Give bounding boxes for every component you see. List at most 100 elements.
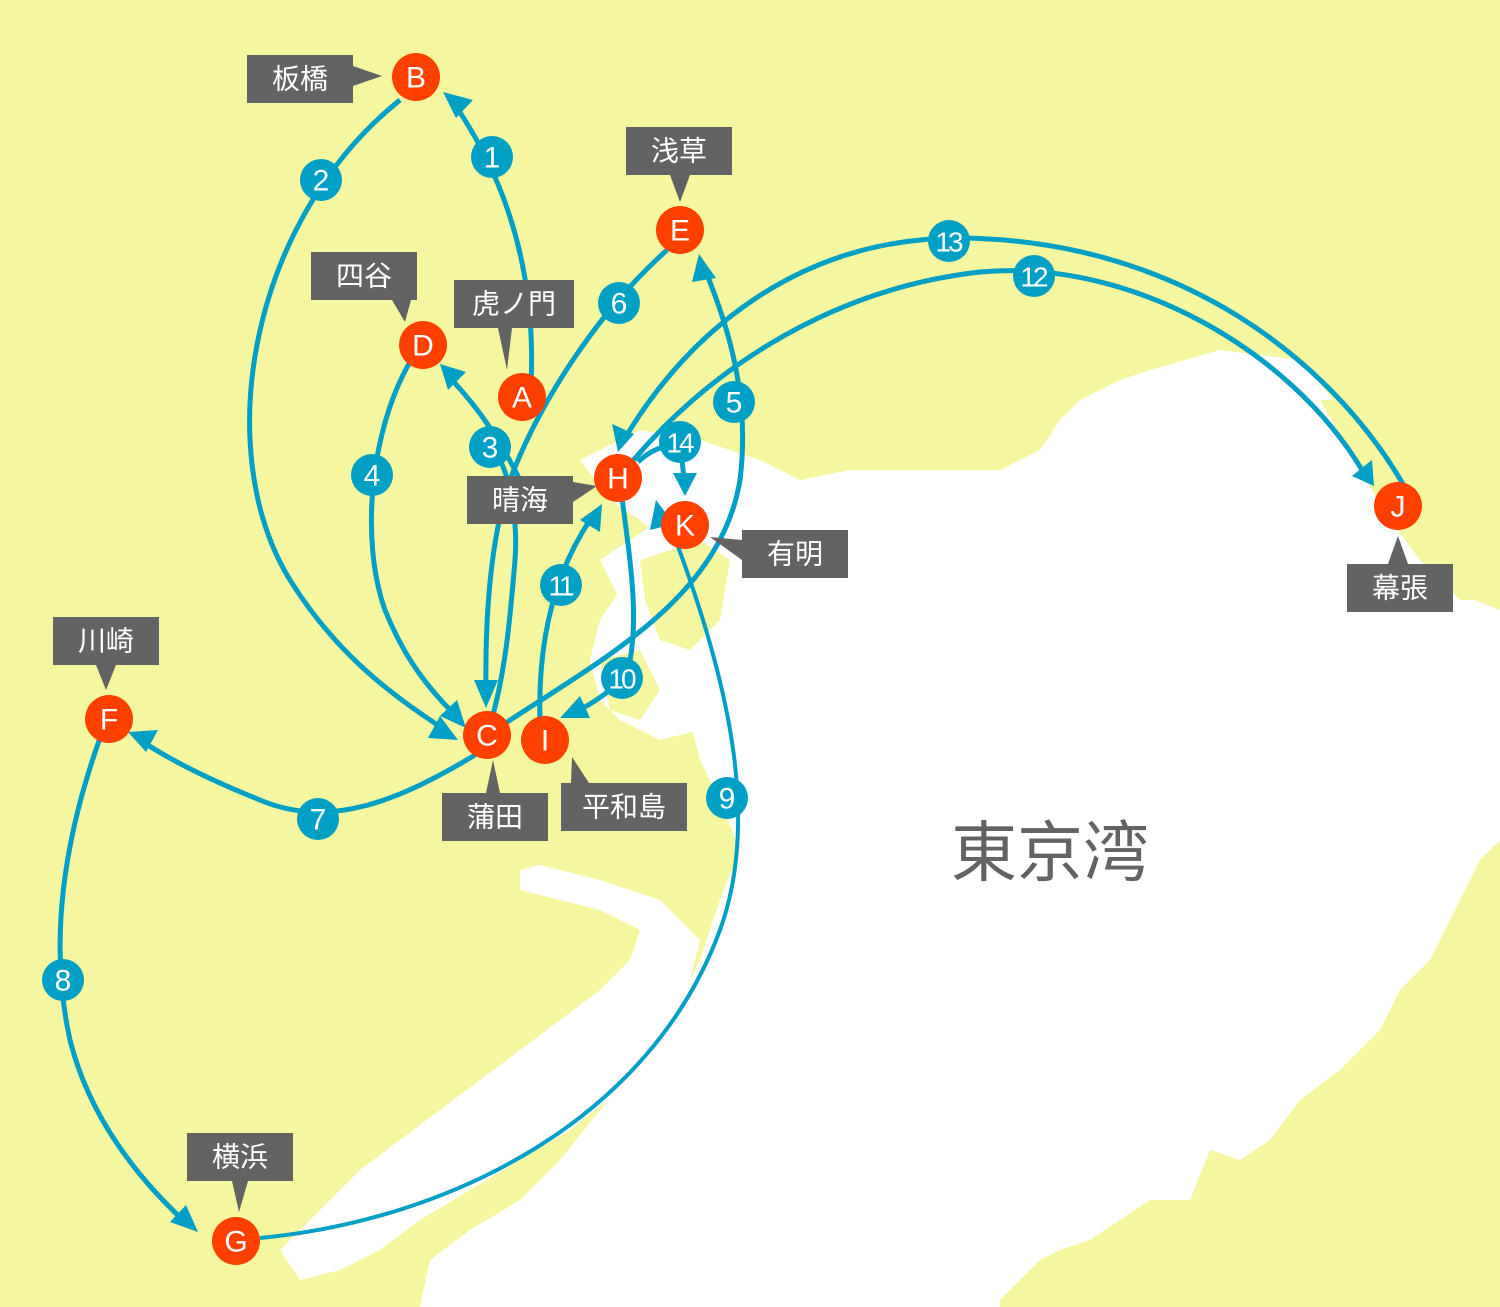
svg-text:9: 9 — [719, 783, 736, 816]
arrow-head-icon — [474, 680, 498, 708]
callout-kamata: 蒲田 — [442, 760, 548, 841]
step-badge-3[interactable]: 3 — [469, 426, 511, 468]
callout-makuhari: 幕張 — [1347, 536, 1453, 612]
arrow-head-icon — [580, 504, 602, 532]
route-13[interactable] — [622, 235, 1406, 486]
svg-text:5: 5 — [726, 387, 743, 420]
route-2[interactable] — [247, 98, 447, 733]
arrow-head-icon — [443, 92, 473, 118]
svg-text:K: K — [675, 510, 695, 543]
reclaimed-island — [440, 900, 630, 1080]
node-B[interactable]: B — [392, 53, 440, 101]
arrow-head-icon — [692, 254, 716, 282]
svg-text:I: I — [541, 725, 549, 758]
step-badge-8[interactable]: 8 — [42, 959, 84, 1001]
svg-text:横浜: 横浜 — [212, 1141, 268, 1174]
step-badge-7[interactable]: 7 — [297, 798, 339, 840]
svg-text:E: E — [670, 215, 690, 248]
node-I[interactable]: I — [521, 716, 569, 764]
step-badge-6[interactable]: 6 — [598, 282, 640, 324]
arrow-head-icon — [560, 696, 590, 718]
callout-harumi: 晴海 — [467, 476, 597, 524]
route-5[interactable] — [493, 269, 746, 733]
arrow-head-icon — [612, 424, 634, 452]
svg-text:A: A — [512, 382, 532, 415]
svg-text:C: C — [476, 720, 498, 753]
svg-text:6: 6 — [611, 288, 628, 321]
svg-text:14: 14 — [666, 428, 694, 459]
node-H[interactable]: H — [594, 454, 642, 502]
node-D[interactable]: D — [399, 321, 447, 369]
svg-text:1: 1 — [484, 142, 501, 175]
node-J[interactable]: J — [1374, 482, 1422, 530]
callout-itabashi: 板橋 — [247, 55, 382, 103]
step-badge-11[interactable]: 11 — [540, 564, 582, 606]
svg-text:3: 3 — [482, 432, 499, 465]
step-badge-10[interactable]: 10 — [601, 657, 643, 699]
callout-heiwajima: 平和島 — [561, 757, 687, 831]
svg-text:四谷: 四谷 — [336, 260, 392, 293]
step-badge-13[interactable]: 13 — [928, 220, 970, 262]
callout-yokohama: 横浜 — [187, 1133, 293, 1212]
svg-text:有明: 有明 — [767, 538, 823, 571]
arrow-head-icon — [440, 364, 466, 390]
svg-text:4: 4 — [364, 460, 381, 493]
svg-text:13: 13 — [935, 227, 963, 258]
node-E[interactable]: E — [656, 206, 704, 254]
node-F[interactable]: F — [85, 695, 133, 743]
route-7[interactable] — [138, 737, 477, 815]
svg-text:B: B — [406, 62, 426, 95]
step-badges: 1 2 3 4 5 6 7 8 9 10 11 12 13 14 — [42, 136, 1055, 1001]
callout-toranomon: 虎ノ門 — [454, 280, 574, 370]
chiba-coast — [1000, 840, 1500, 1307]
svg-text:川崎: 川崎 — [78, 625, 134, 658]
step-badge-12[interactable]: 12 — [1013, 255, 1055, 297]
node-G[interactable]: G — [212, 1217, 260, 1265]
route-8[interactable] — [57, 737, 187, 1224]
svg-text:F: F — [100, 704, 118, 737]
step-badge-4[interactable]: 4 — [351, 454, 393, 496]
callout-kawasaki: 川崎 — [53, 617, 159, 690]
route-4[interactable] — [368, 358, 457, 717]
step-badge-1[interactable]: 1 — [471, 136, 513, 178]
svg-text:7: 7 — [310, 804, 327, 837]
arrow-head-icon — [428, 716, 458, 740]
arrow-head-icon — [673, 473, 697, 496]
svg-text:虎ノ門: 虎ノ門 — [472, 288, 556, 321]
step-badge-2[interactable]: 2 — [300, 159, 342, 201]
svg-text:11: 11 — [548, 571, 573, 602]
svg-text:8: 8 — [55, 965, 72, 998]
svg-text:G: G — [224, 1226, 247, 1259]
step-badge-14[interactable]: 14 — [659, 421, 701, 463]
arrow-head-icon — [440, 700, 466, 728]
place-callouts: 板橋 浅草 四谷 虎ノ門 晴海 有明 幕張 — [53, 55, 1453, 1212]
node-K[interactable]: K — [661, 501, 709, 549]
route-9[interactable] — [259, 519, 741, 1240]
svg-text:J: J — [1391, 491, 1406, 524]
callout-asakusa: 浅草 — [626, 127, 732, 202]
step-badge-5[interactable]: 5 — [713, 381, 755, 423]
svg-text:平和島: 平和島 — [582, 791, 666, 824]
node-C[interactable]: C — [463, 711, 511, 759]
node-A[interactable]: A — [498, 373, 546, 421]
bay-label: 東京湾 — [951, 815, 1149, 892]
step-badge-9[interactable]: 9 — [706, 777, 748, 819]
station-nodes: A B C D E F G H I J K — [85, 53, 1422, 1265]
reclaimed-island — [640, 540, 730, 650]
svg-text:幕張: 幕張 — [1372, 572, 1428, 605]
svg-text:蒲田: 蒲田 — [467, 801, 523, 834]
svg-text:H: H — [607, 463, 629, 496]
svg-text:晴海: 晴海 — [492, 484, 548, 517]
route-11[interactable] — [537, 518, 593, 721]
route-12[interactable] — [630, 268, 1365, 472]
arrow-head-icon — [128, 730, 158, 752]
svg-text:板橋: 板橋 — [272, 63, 328, 96]
svg-text:D: D — [412, 330, 434, 363]
svg-text:2: 2 — [313, 165, 330, 198]
svg-text:10: 10 — [608, 664, 636, 695]
callout-ariake: 有明 — [710, 530, 848, 578]
arrow-head-icon — [170, 1205, 198, 1232]
route-10[interactable] — [573, 497, 637, 715]
callout-yotsuya: 四谷 — [311, 252, 417, 322]
